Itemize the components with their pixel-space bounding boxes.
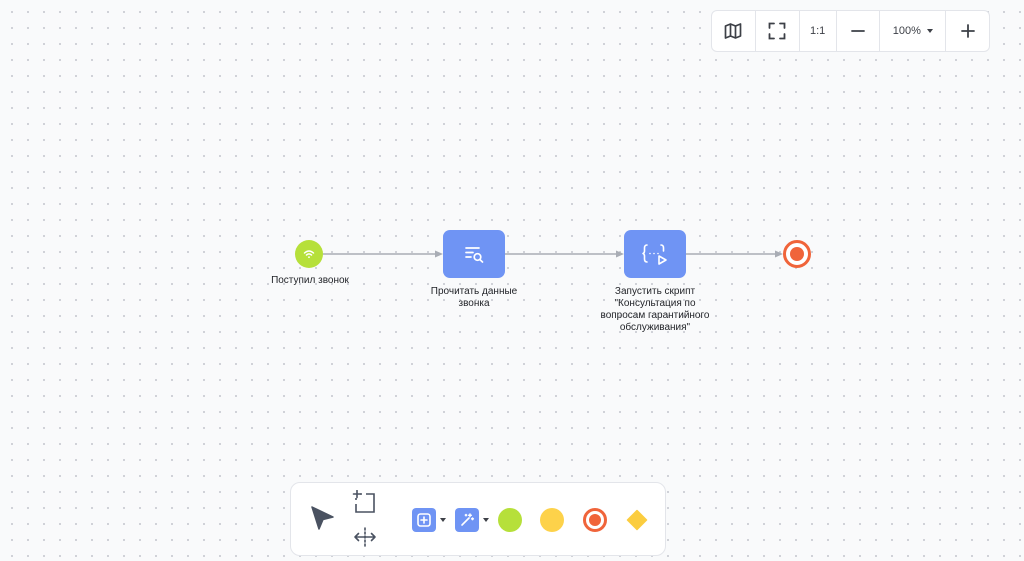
add-block-icon [417,513,431,527]
element-toolbar [290,482,666,556]
zoom-out-button[interactable] [837,11,881,51]
arrowhead [775,250,783,258]
resize-horizontal-icon [354,527,376,547]
resize-horizontal-tool[interactable] [351,525,379,549]
gateway-icon [626,509,648,531]
chevron-down-icon[interactable] [440,518,446,522]
fit-screen-button[interactable] [756,11,800,51]
map-icon [725,23,742,39]
minimap-button[interactable] [712,11,756,51]
wifi-icon [303,250,315,259]
read-call-data-label: Прочитать данные звонка [430,286,518,309]
pointer-tool[interactable] [305,501,339,535]
script-run-icon [642,244,667,265]
magic-wand-icon [461,513,475,526]
start-event-tool[interactable] [498,508,522,532]
read-call-data-node[interactable] [443,230,505,278]
end-event-icon [589,514,601,526]
gateway-tool[interactable] [625,508,649,532]
intermediate-event-tool[interactable] [540,508,564,532]
zoom-level-value: 100% [892,25,921,37]
run-script-node[interactable] [624,230,686,278]
zoom-in-button[interactable] [946,11,989,51]
zoom-control-bar: 1:1 100% [711,10,990,52]
search-list-icon [465,247,484,263]
start-event-label: Поступил звонок [271,275,349,286]
chevron-down-icon [926,29,933,33]
end-circle-icon [790,247,804,261]
start-event-node[interactable] [295,240,323,268]
add-frame-icon [352,490,375,513]
actual-size-label: 1:1 [809,25,826,37]
pointer-icon [311,506,334,530]
add-frame-tool[interactable] [351,489,379,517]
end-event-node[interactable] [783,240,811,268]
zoom-level-select[interactable]: 100% [880,11,947,51]
fullscreen-icon [768,22,786,40]
plus-icon [960,24,975,38]
add-block-tool[interactable] [412,508,436,532]
arrowhead [435,250,443,258]
actual-size-button[interactable]: 1:1 [800,11,837,51]
minus-icon [851,30,865,32]
end-event-tool[interactable] [583,508,607,532]
magic-wand-tool[interactable] [455,508,479,532]
run-script-label: Запустить скрипт "Консультация по вопрос… [600,286,710,333]
arrowhead [616,250,624,258]
chevron-down-icon[interactable] [483,518,489,522]
